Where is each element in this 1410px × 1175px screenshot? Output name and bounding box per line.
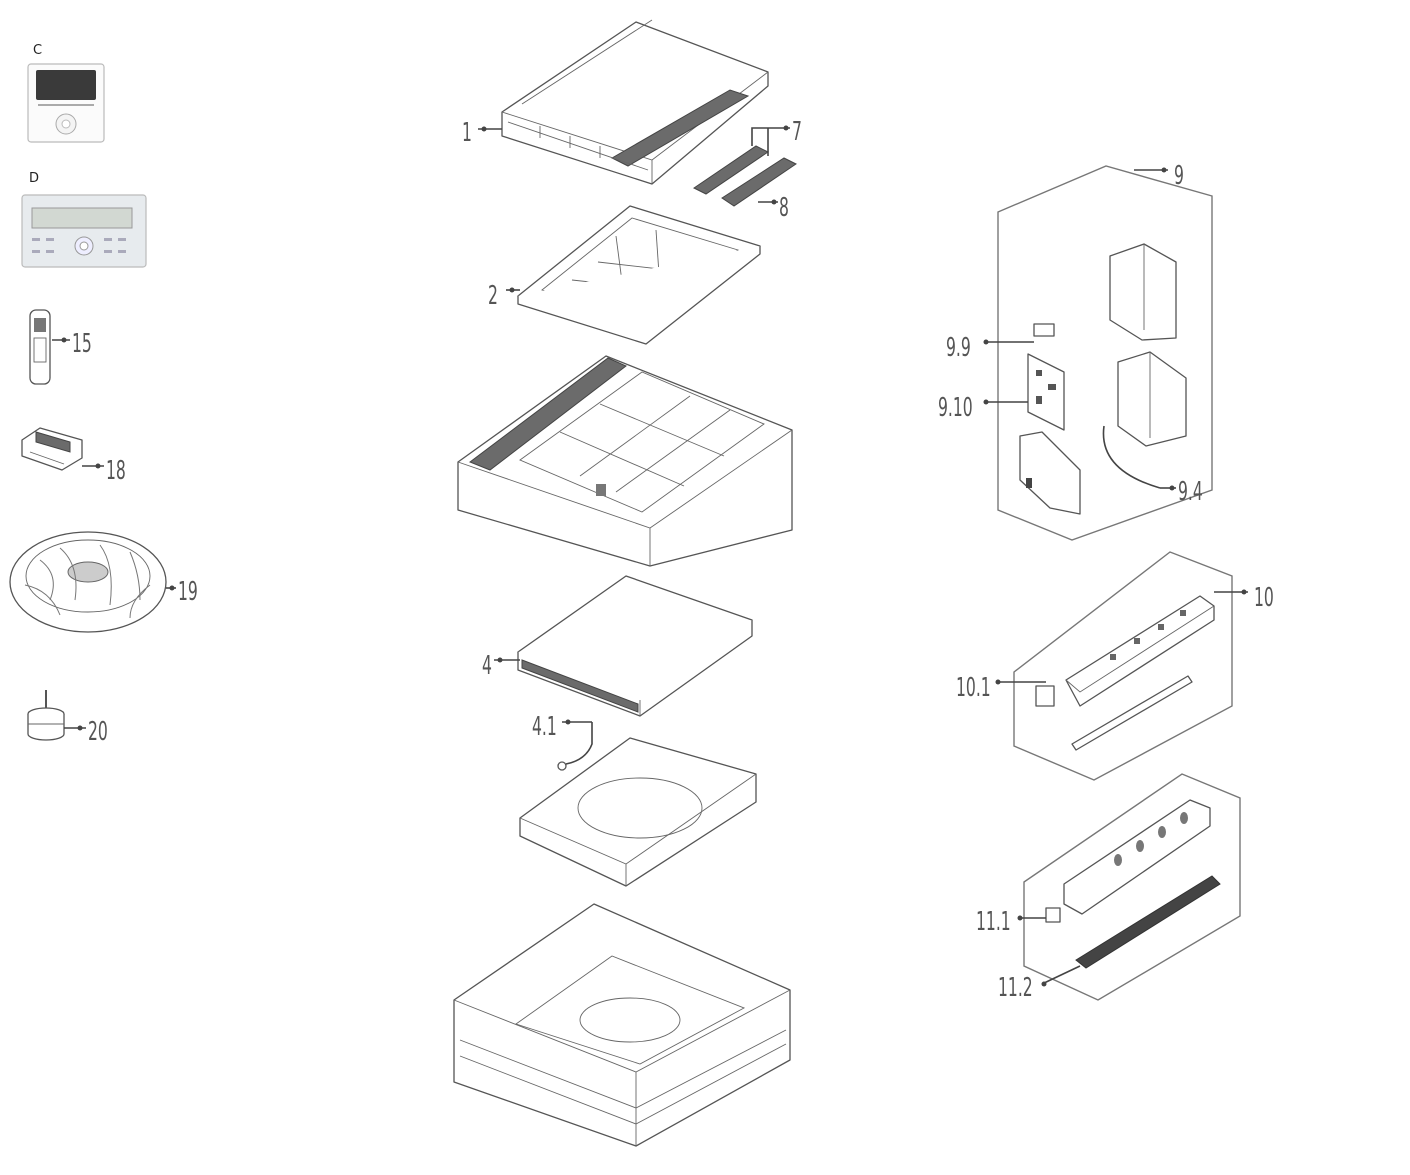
label-1: 1 <box>462 118 472 148</box>
fan-motor-20 <box>27 690 65 741</box>
label-10: 10 <box>1254 583 1274 613</box>
label-15: 15 <box>72 329 92 359</box>
label-11-2: 11.2 <box>998 973 1033 1003</box>
group-outline-11 <box>1023 773 1241 1001</box>
label-9-9: 9.9 <box>946 333 971 363</box>
remote-control-15 <box>29 309 51 385</box>
label-9: 9 <box>1174 161 1184 191</box>
receiver-18 <box>21 427 83 471</box>
wired-controller-d <box>21 194 147 268</box>
fan-wheel-19 <box>9 531 167 633</box>
louver-assembly-10 <box>1065 595 1215 751</box>
heat-exchanger-4 <box>517 575 753 717</box>
control-box-cover-lower <box>1117 351 1187 447</box>
label-9-10: 9.10 <box>938 393 973 423</box>
label-9-4: 9.4 <box>1178 477 1203 507</box>
label-4-1: 4.1 <box>532 712 557 742</box>
label-4: 4 <box>482 651 492 681</box>
label-7: 7 <box>792 117 802 147</box>
grille-frame-2 <box>517 205 761 345</box>
base-chassis <box>453 903 791 1147</box>
pcb-9-10 <box>1027 353 1065 431</box>
panel-label-c: C <box>33 43 42 58</box>
label-18: 18 <box>106 456 126 486</box>
group-outline-9 <box>997 165 1213 541</box>
label-10-1: 10.1 <box>956 673 991 703</box>
panel-frame <box>457 355 793 567</box>
wire-9-4 <box>1102 425 1161 489</box>
sensor-4-1 <box>557 722 593 771</box>
wired-controller-c <box>27 63 105 143</box>
swing-motor-10-1 <box>1035 685 1055 707</box>
front-panel-1 <box>501 19 769 185</box>
label-20: 20 <box>88 717 108 747</box>
label-2: 2 <box>488 281 498 311</box>
filters-7-8 <box>693 145 797 207</box>
label-19: 19 <box>178 577 198 607</box>
connector-9-9 <box>1033 323 1055 337</box>
drain-pan <box>519 737 757 887</box>
motor-11-1 <box>1045 907 1061 923</box>
label-11-1: 11.1 <box>976 907 1011 937</box>
panel-label-d: D <box>29 171 39 186</box>
control-box-cover-upper <box>1109 243 1177 341</box>
louver-assembly-11 <box>1063 799 1221 969</box>
label-8: 8 <box>779 193 789 223</box>
group-outline-10 <box>1013 551 1233 781</box>
terminal-plate <box>1019 431 1081 515</box>
